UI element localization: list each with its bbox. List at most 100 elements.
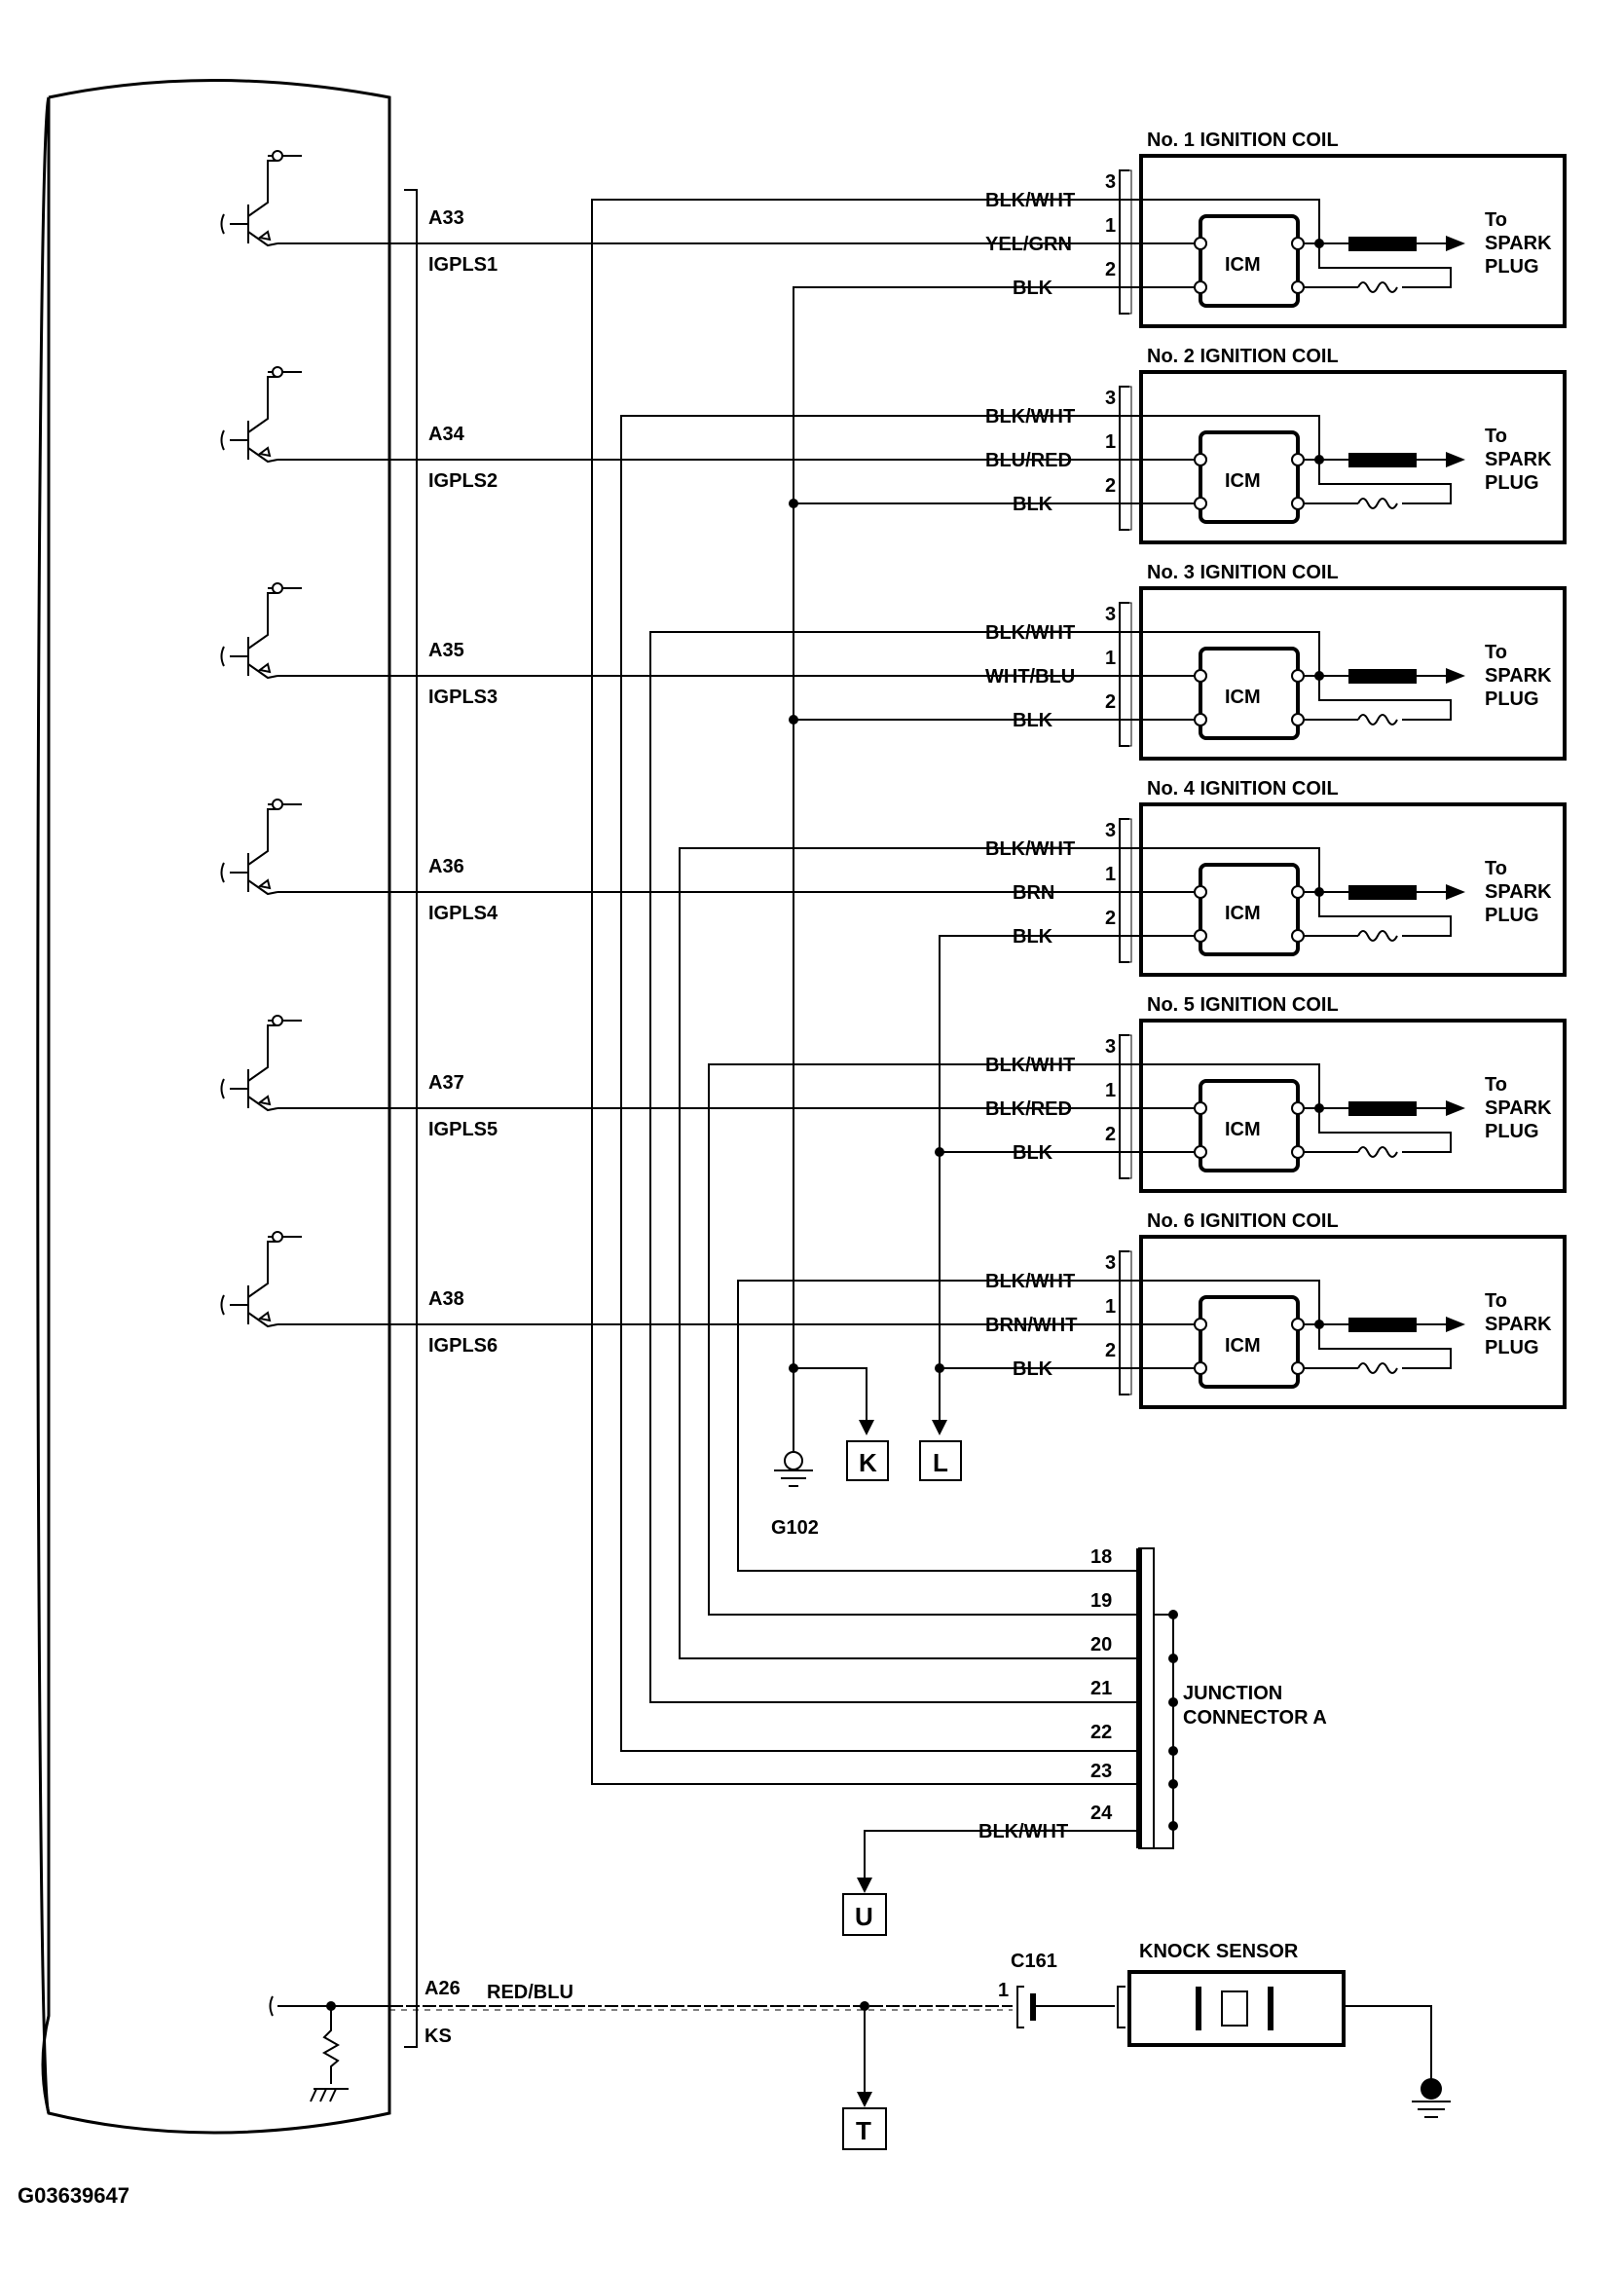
coil-1-wire-2: BLK bbox=[1013, 278, 1053, 299]
ecm-pin-6: A38 bbox=[428, 1288, 464, 1310]
coil-5-pin-2: 2 bbox=[1105, 1124, 1116, 1145]
junction-pin-21: 21 bbox=[1090, 1678, 1112, 1699]
coil-4-spark-label: To SPARK PLUG bbox=[1485, 858, 1552, 926]
svg-text:SPARK: SPARK bbox=[1485, 449, 1552, 470]
driver-row-2 bbox=[220, 366, 389, 464]
coil-4-wire-3: BLK/WHT bbox=[985, 838, 1075, 860]
coil-6-wire-3: BLK/WHT bbox=[985, 1271, 1075, 1292]
ecm-signal-6: IGPLS6 bbox=[428, 1335, 498, 1357]
connector-l-box bbox=[919, 1440, 962, 1481]
knock-pin: A26 bbox=[424, 1978, 461, 1999]
coil-6-pin-3: 3 bbox=[1105, 1252, 1116, 1274]
ecm-signal-3: IGPLS3 bbox=[428, 687, 498, 708]
knock-signal: KS bbox=[424, 2026, 452, 2047]
coil-2-pin-2: 2 bbox=[1105, 475, 1116, 497]
coil-3-wire-3: BLK/WHT bbox=[985, 622, 1075, 644]
driver-row-6 bbox=[220, 1231, 389, 1328]
coil-4-wire-2: BLK bbox=[1013, 926, 1053, 948]
coil-5-pin-1: 1 bbox=[1105, 1080, 1116, 1101]
svg-text:SPARK: SPARK bbox=[1485, 233, 1552, 254]
ecm-signal-4: IGPLS4 bbox=[428, 903, 498, 924]
coil-4-pin-1: 1 bbox=[1105, 864, 1116, 885]
junction-label-line1: JUNCTION bbox=[1183, 1683, 1282, 1704]
coil-2-title: No. 2 IGNITION COIL bbox=[1147, 346, 1339, 367]
svg-text:SPARK: SPARK bbox=[1485, 1314, 1552, 1335]
coil-6-wire-2: BLK bbox=[1013, 1358, 1053, 1380]
coil-4-title: No. 4 IGNITION COIL bbox=[1147, 778, 1339, 800]
coil-3-icm-label: ICM bbox=[1225, 687, 1261, 708]
coil-3-wire-2: BLK bbox=[1013, 710, 1053, 731]
junction-pin-23: 23 bbox=[1090, 1761, 1112, 1782]
ignition-coil-6 bbox=[1110, 1235, 1567, 1409]
svg-text:SPARK: SPARK bbox=[1485, 665, 1552, 687]
coil-5-spark-label: To SPARK PLUG bbox=[1485, 1074, 1552, 1142]
ignition-coil-1 bbox=[1110, 154, 1567, 328]
ecm-signal-5: IGPLS5 bbox=[428, 1119, 498, 1140]
junction-pin-22: 22 bbox=[1090, 1722, 1112, 1743]
coil-2-pin-3: 3 bbox=[1105, 388, 1116, 409]
coil-5-title: No. 5 IGNITION COIL bbox=[1147, 994, 1339, 1016]
coil-4-icm-label: ICM bbox=[1225, 903, 1261, 924]
coil-3-pin-3: 3 bbox=[1105, 604, 1116, 625]
coil-2-pin-1: 1 bbox=[1105, 431, 1116, 453]
coil-3-pin-1: 1 bbox=[1105, 648, 1116, 669]
svg-text:To: To bbox=[1485, 642, 1507, 663]
coil-3-pin-2: 2 bbox=[1105, 691, 1116, 713]
knock-connector-pin: 1 bbox=[998, 1980, 1009, 2001]
coil-1-pin-1: 1 bbox=[1105, 215, 1116, 237]
coil-1-wire-1: YEL/GRN bbox=[985, 234, 1072, 255]
ground-g102-icon bbox=[774, 1451, 813, 1487]
junction-pin-18: 18 bbox=[1090, 1546, 1112, 1568]
coil-5-wire-1: BLK/RED bbox=[985, 1098, 1072, 1120]
driver-row-4 bbox=[220, 799, 389, 896]
coil-5-pin-3: 3 bbox=[1105, 1036, 1116, 1058]
ecm-signal-1: IGPLS1 bbox=[428, 254, 498, 276]
coil-2-wire-2: BLK bbox=[1013, 494, 1053, 515]
knock-wire: RED/BLU bbox=[487, 1982, 573, 2003]
coil-1-wire-3: BLK/WHT bbox=[985, 190, 1075, 211]
coil-6-icm-label: ICM bbox=[1225, 1335, 1261, 1357]
coil-6-pin-1: 1 bbox=[1105, 1296, 1116, 1318]
coil-6-spark-label: To SPARK PLUG bbox=[1485, 1290, 1552, 1358]
coil-2-wire-1: BLU/RED bbox=[985, 450, 1072, 471]
driver-row-5 bbox=[220, 1015, 389, 1112]
coil-1-icm-label: ICM bbox=[1225, 254, 1261, 276]
coil-1-pin-2: 2 bbox=[1105, 259, 1116, 280]
connector-t-box bbox=[842, 2107, 887, 2150]
knock-connector: C161 bbox=[1011, 1951, 1057, 1972]
driver-row-1 bbox=[220, 150, 389, 247]
svg-text:PLUG: PLUG bbox=[1485, 688, 1539, 710]
svg-text:PLUG: PLUG bbox=[1485, 1337, 1539, 1358]
ecm-pin-4: A36 bbox=[428, 856, 464, 877]
knock-sensor-label: KNOCK SENSOR bbox=[1139, 1941, 1299, 1962]
svg-text:To: To bbox=[1485, 1074, 1507, 1096]
coil-2-icm-label: ICM bbox=[1225, 470, 1261, 492]
junction-pin-19: 19 bbox=[1090, 1590, 1112, 1612]
svg-text:SPARK: SPARK bbox=[1485, 881, 1552, 903]
junction-pin-24: 24 bbox=[1090, 1803, 1113, 1824]
coil-4-pin-3: 3 bbox=[1105, 820, 1116, 841]
svg-text:SPARK: SPARK bbox=[1485, 1097, 1552, 1119]
coil-5-wire-3: BLK/WHT bbox=[985, 1055, 1075, 1076]
connector-u-box bbox=[842, 1893, 887, 1936]
coil-3-title: No. 3 IGNITION COIL bbox=[1147, 562, 1339, 583]
svg-text:PLUG: PLUG bbox=[1485, 472, 1539, 494]
coil-6-wire-1: BRN/WHT bbox=[985, 1315, 1077, 1336]
svg-text:PLUG: PLUG bbox=[1485, 256, 1539, 278]
connector-k-label: K bbox=[859, 1448, 877, 1477]
connector-t-label: T bbox=[856, 2116, 871, 2145]
ignition-coil-4 bbox=[1110, 802, 1567, 977]
coil-1-pin-3: 3 bbox=[1105, 171, 1116, 193]
coil-1-title: No. 1 IGNITION COIL bbox=[1147, 130, 1339, 151]
coil-5-icm-label: ICM bbox=[1225, 1119, 1261, 1140]
coil-3-wire-1: WHT/BLU bbox=[985, 666, 1075, 688]
ignition-coil-3 bbox=[1110, 586, 1567, 761]
ignition-coil-5 bbox=[1110, 1019, 1567, 1193]
svg-text:To: To bbox=[1485, 209, 1507, 231]
coil-2-wire-3: BLK/WHT bbox=[985, 406, 1075, 428]
svg-text:To: To bbox=[1485, 858, 1507, 879]
coil-4-wire-1: BRN bbox=[1013, 882, 1054, 904]
driver-row-3 bbox=[220, 582, 389, 680]
ground-label: G102 bbox=[771, 1517, 819, 1539]
